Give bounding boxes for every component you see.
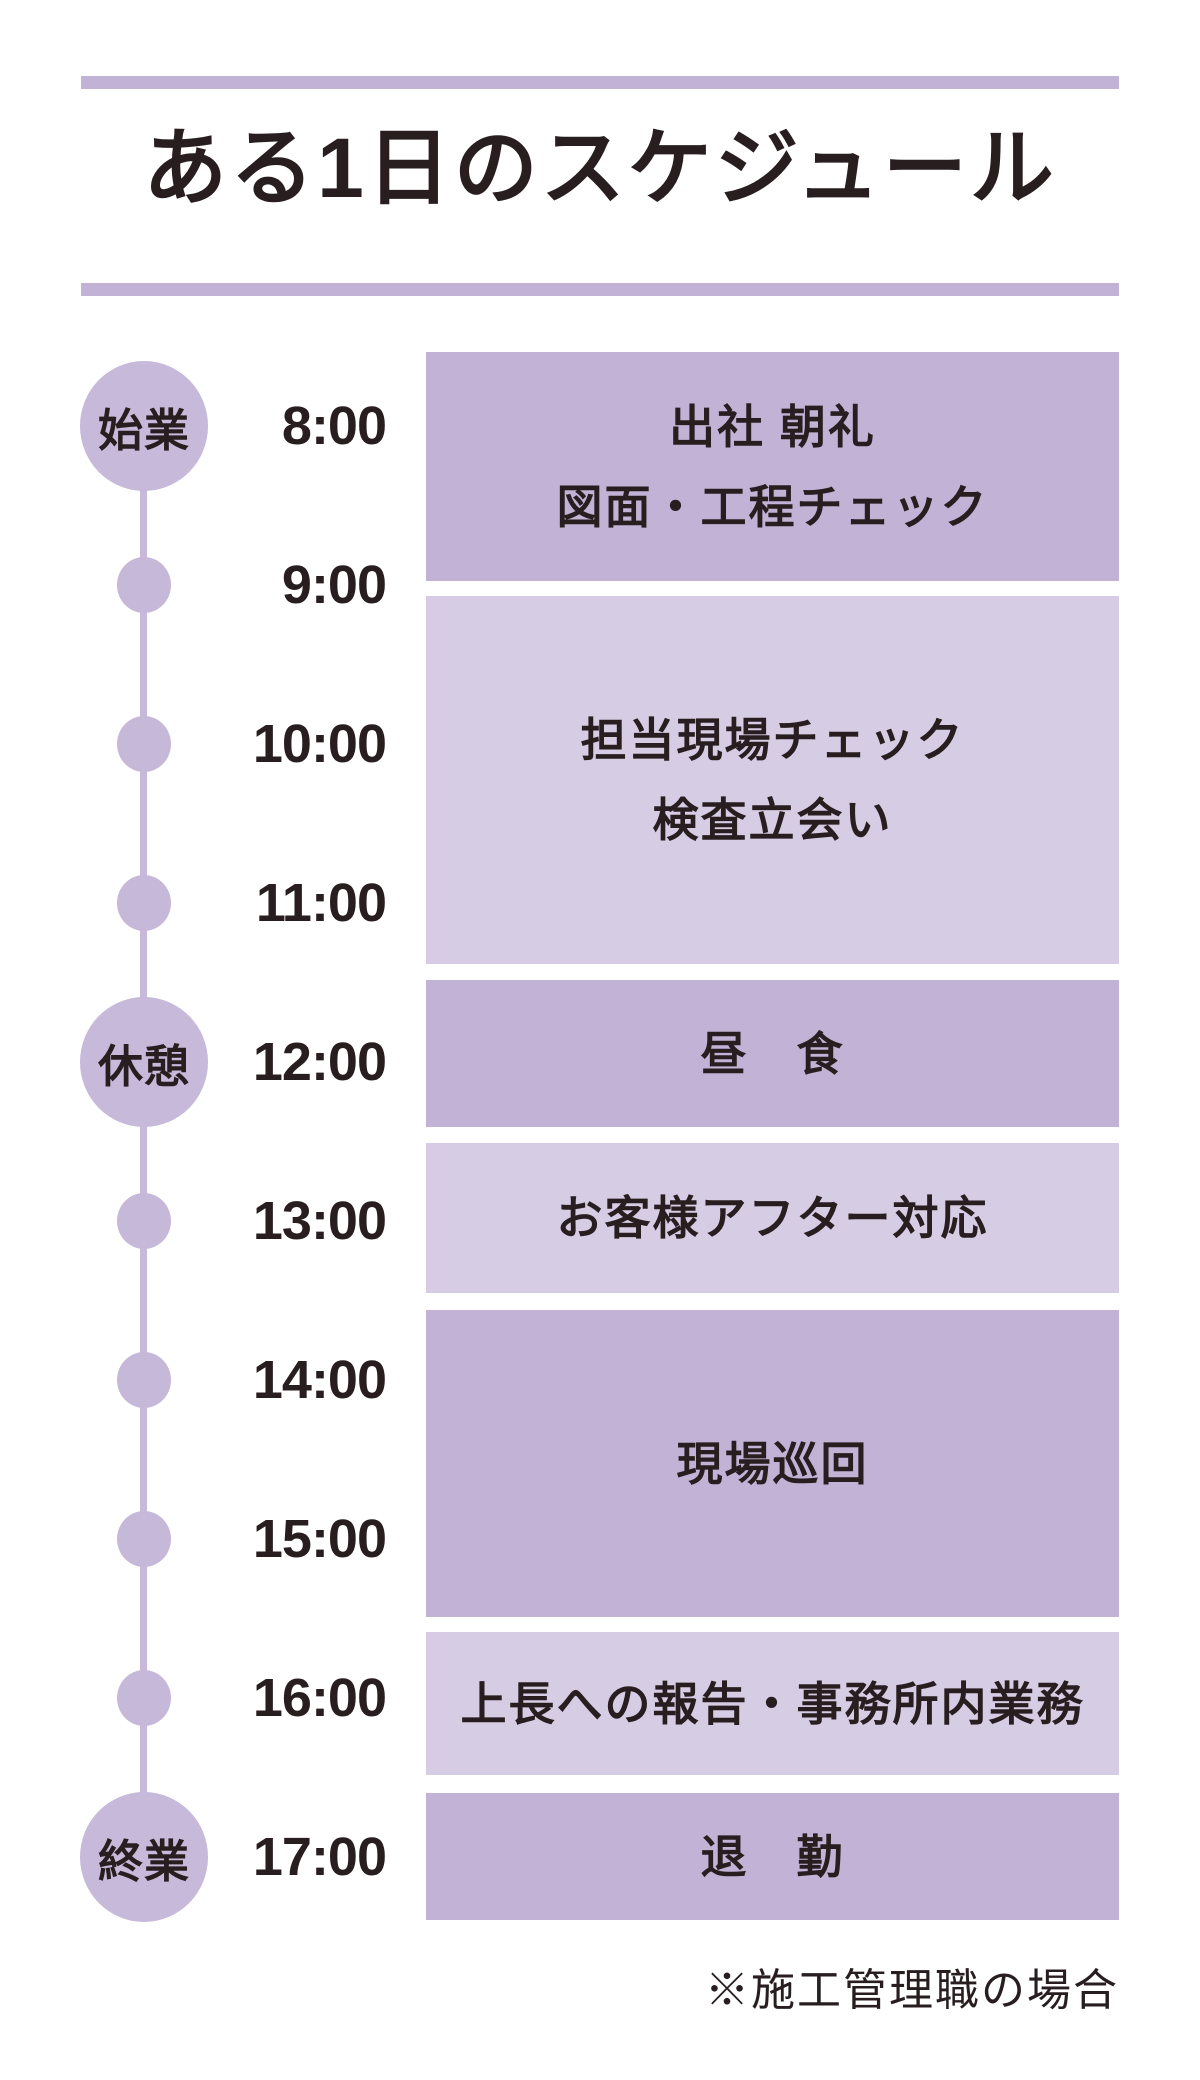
schedule-block-line: 図面・工程チェック <box>556 480 989 533</box>
time-label-1000: 10:00 <box>252 714 387 774</box>
milestone-end-label: 終業 <box>97 1835 190 1887</box>
footnote: ※施工管理職の場合 <box>705 1966 1119 2015</box>
schedule-block-site-check: 担当現場チェック 検査立会い <box>426 596 1119 964</box>
time-label-1200: 12:00 <box>252 1032 387 1092</box>
milestone-break-circle: 休憩 <box>80 997 208 1127</box>
timeline-line <box>140 426 147 1857</box>
schedule-block-line: お客様アフター対応 <box>556 1192 989 1244</box>
schedule-block-morning-meeting: 出社 朝礼 図面・工程チェック <box>426 352 1119 581</box>
schedule-block-line: 現場巡回 <box>676 1437 869 1490</box>
schedule-block-leave-work: 退 勤 <box>426 1793 1119 1920</box>
schedule-block-report-office-work: 上長への報告・事務所内業務 <box>426 1632 1119 1775</box>
timeline-dot-1300 <box>117 1193 171 1249</box>
timeline-dot-0900 <box>117 557 171 613</box>
schedule-block-site-patrol: 現場巡回 <box>426 1310 1119 1617</box>
timeline-dot-1400 <box>117 1352 171 1408</box>
time-label-0800: 8:00 <box>281 396 387 456</box>
milestone-end-circle: 終業 <box>80 1792 208 1922</box>
page-title: ある1日のスケジュール <box>143 121 1057 215</box>
time-label-1400: 14:00 <box>252 1350 387 1410</box>
timeline-dot-1100 <box>117 875 171 931</box>
schedule-block-line: 出社 朝礼 <box>669 400 876 453</box>
time-label-1600: 16:00 <box>252 1668 387 1728</box>
schedule-block-line: 上長への報告・事務所内業務 <box>460 1677 1085 1730</box>
schedule-block-line: 検査立会い <box>652 794 893 846</box>
time-label-1300: 13:00 <box>252 1191 387 1251</box>
time-label-0900: 9:00 <box>281 555 387 615</box>
timeline-dot-1600 <box>117 1670 171 1726</box>
schedule-block-customer-after-service: お客様アフター対応 <box>426 1143 1119 1293</box>
schedule-block-line: 退 勤 <box>700 1830 845 1883</box>
milestone-start-circle: 始業 <box>80 361 208 491</box>
milestone-start-label: 始業 <box>97 404 190 456</box>
time-label-1700: 17:00 <box>252 1827 387 1887</box>
milestone-break-label: 休憩 <box>97 1040 190 1092</box>
time-label-1500: 15:00 <box>252 1509 387 1569</box>
schedule-block-lunch: 昼 食 <box>426 980 1119 1127</box>
timeline-dot-1500 <box>117 1511 171 1567</box>
schedule-block-line: 昼 食 <box>700 1027 845 1080</box>
header-rule-top <box>81 76 1119 89</box>
schedule-block-line: 担当現場チェック <box>580 714 965 766</box>
header-rule-bottom <box>81 283 1119 296</box>
time-label-1100: 11:00 <box>255 873 387 933</box>
timeline-dot-1000 <box>117 716 171 772</box>
